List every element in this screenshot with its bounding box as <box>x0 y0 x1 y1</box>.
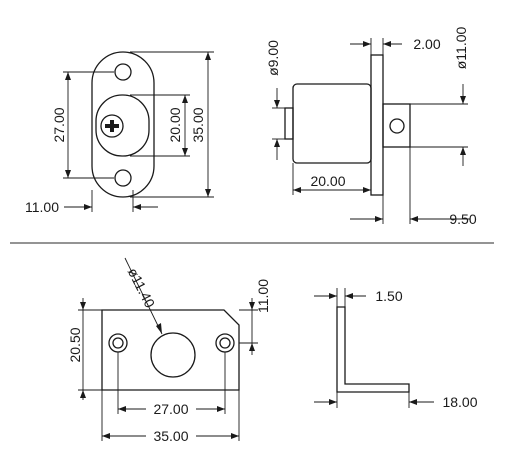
front-bottom-hole <box>114 169 132 187</box>
arrowhead <box>249 302 255 310</box>
arrowhead <box>345 293 353 299</box>
bracket-dim-width: 35.00 <box>153 428 188 444</box>
arrowhead <box>274 100 280 108</box>
keyway-icon <box>105 120 119 132</box>
side-dim-plate-thickness: 2.00 <box>413 36 440 52</box>
bracket-left-hole-outer <box>108 333 128 353</box>
arrowhead <box>65 170 71 178</box>
arrowhead <box>217 406 225 412</box>
arrowhead <box>118 406 126 412</box>
side-front-lip <box>284 107 294 140</box>
front-dim-outer-height: 35.00 <box>190 107 206 142</box>
arrowhead <box>133 204 141 210</box>
arrowhead <box>65 72 71 80</box>
front-inner-slot <box>95 94 150 157</box>
side-bolt-hole <box>389 118 405 134</box>
bracket-dim-height: 20.50 <box>67 327 83 362</box>
bracket-plate <box>101 309 240 391</box>
profile-dim-leg-length: 18.00 <box>442 394 477 410</box>
arrowhead <box>363 41 371 47</box>
bracket-dim-hole-diameter: ø11.40 <box>125 265 159 310</box>
arrowhead <box>205 52 211 60</box>
side-dim-bolt-length: 9.50 <box>449 211 476 227</box>
bracket-hole-leader <box>124 257 163 335</box>
arrowhead <box>329 293 337 299</box>
arrowhead <box>274 139 280 147</box>
side-body <box>292 83 372 164</box>
arrowhead <box>80 390 86 398</box>
side-dim-bolt-diameter: ø11.00 <box>453 27 469 70</box>
bracket-right-hole-outer <box>215 333 235 353</box>
side-bolt <box>382 103 411 148</box>
arrowhead <box>182 148 188 156</box>
arrowhead <box>84 204 92 210</box>
side-dim-body-diameter: ø9.00 <box>265 40 281 76</box>
arrowhead <box>156 323 162 334</box>
arrowhead <box>102 433 110 439</box>
arrowhead <box>363 187 371 193</box>
arrowhead <box>80 302 86 310</box>
front-dim-hole-spacing: 27.00 <box>51 107 67 142</box>
front-dim-inner-height: 20.00 <box>167 107 183 142</box>
arrowhead <box>249 343 255 351</box>
arrowhead <box>409 399 417 405</box>
profile-dim-thickness: 1.50 <box>375 288 402 304</box>
arrowhead <box>460 147 466 155</box>
arrowhead <box>329 399 337 405</box>
bracket-right-hole-inner <box>219 337 231 349</box>
bracket-plan-view: ø11.40 20.50 11.00 27.00 35.00 <box>67 257 271 444</box>
bracket-profile-view: 1.50 18.00 <box>314 288 478 410</box>
arrowhead <box>383 41 391 47</box>
bracket-profile-shape <box>336 306 410 393</box>
front-plate-outline <box>91 51 155 198</box>
side-dim-body-length: 20.00 <box>310 173 345 189</box>
side-plate <box>370 54 384 196</box>
side-view: ø9.00 2.00 ø11.00 20.00 9.50 <box>265 27 477 227</box>
front-dim-width: 11.00 <box>25 199 59 215</box>
arrowhead <box>460 96 466 104</box>
arrowhead <box>375 216 383 222</box>
bracket-dim-hole-spacing: 27.00 <box>153 401 188 417</box>
front-top-hole <box>114 63 132 81</box>
arrowhead <box>205 189 211 197</box>
front-view: 27.00 20.00 35.00 11.00 <box>25 51 214 215</box>
bracket-left-hole-inner <box>112 337 124 349</box>
bracket-dim-top-offset: 11.00 <box>255 279 271 313</box>
bracket-center-hole <box>150 332 196 378</box>
arrowhead <box>410 216 418 222</box>
lock-cylinder <box>100 114 124 138</box>
arrowhead <box>182 95 188 103</box>
arrowhead <box>293 187 301 193</box>
arrowhead <box>231 433 239 439</box>
